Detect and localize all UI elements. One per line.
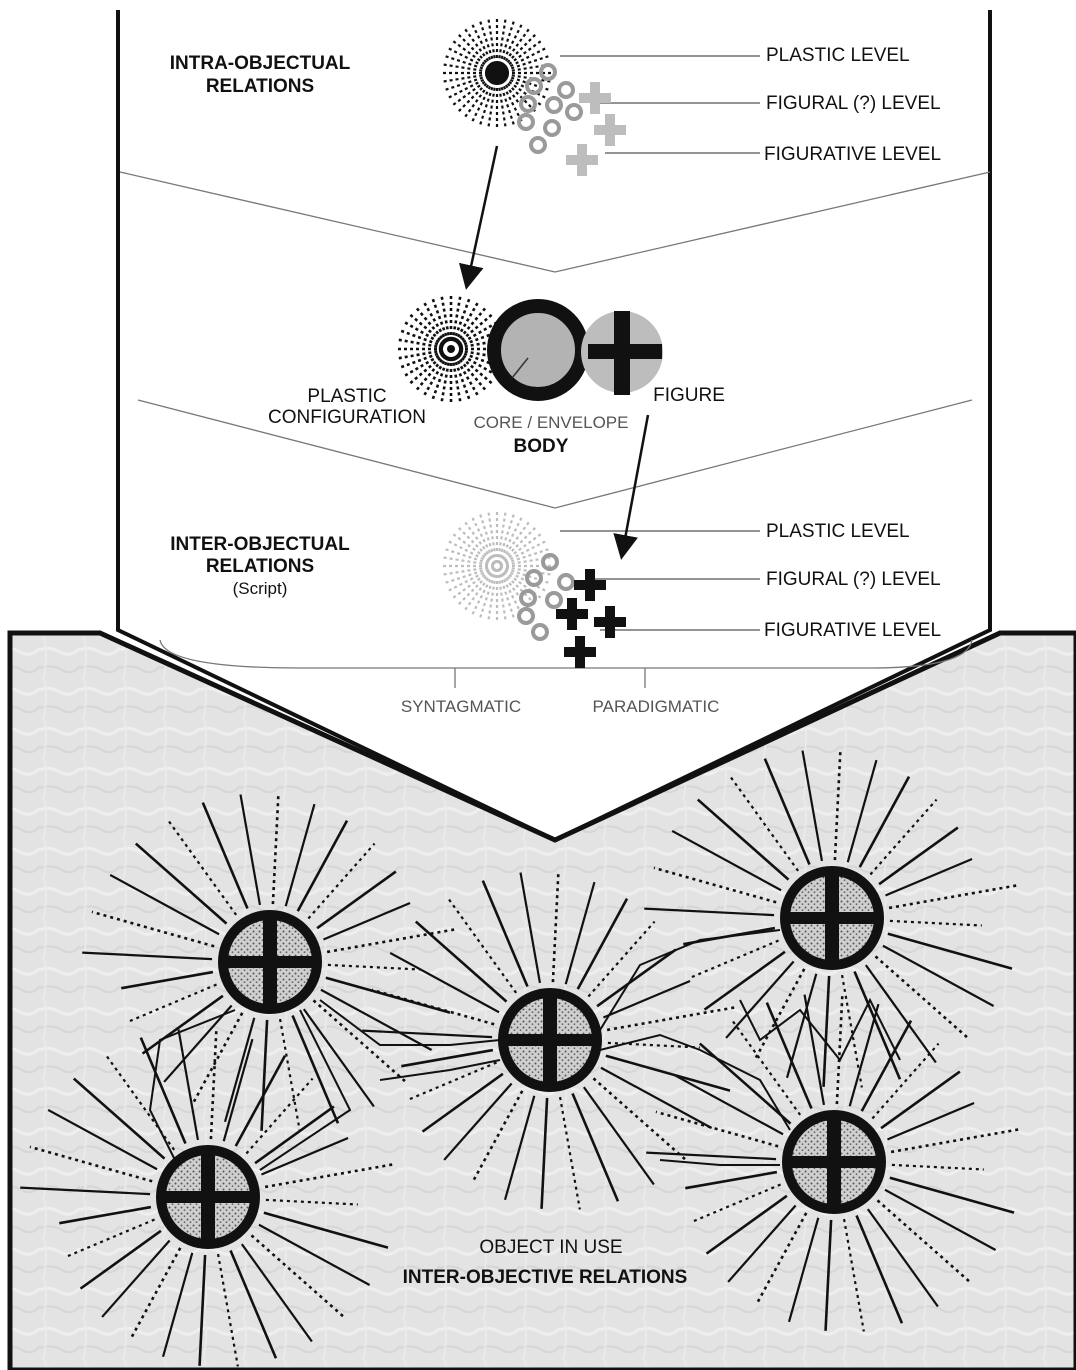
intra-plastic-burst <box>442 18 552 128</box>
figural-ring <box>547 593 561 607</box>
intra-figurative-crosses <box>566 82 626 176</box>
inter-plastic-level-label: PLASTIC LEVEL <box>766 521 910 542</box>
plastic-configuration-line1: PLASTIC <box>307 386 386 407</box>
intra-heading-line1: INTRA-OBJECTUAL <box>170 53 351 74</box>
cross-horizontal-bar <box>594 125 626 135</box>
figural-ring <box>559 83 573 97</box>
intra-figurative-level-label: FIGURATIVE LEVEL <box>764 144 941 165</box>
syntagmatic-label: SYNTAGMATIC <box>401 697 521 716</box>
cross-horizontal-bar <box>556 609 588 619</box>
figural-ring <box>531 138 545 152</box>
plastic-configuration-line2: CONFIGURATION <box>268 407 426 428</box>
body-label: BODY <box>514 436 569 457</box>
cross-horizontal-bar <box>566 155 598 165</box>
body-core-envelope <box>494 306 582 394</box>
burst-core <box>487 63 507 83</box>
cross-horizontal-bar <box>594 617 626 627</box>
inter-figural-rings <box>519 555 573 639</box>
figural-ring <box>559 575 573 589</box>
object-cross-horizontal <box>782 912 882 924</box>
object-cross-horizontal <box>784 1156 884 1168</box>
figural-ring <box>547 98 561 112</box>
inter-figurative-crosses <box>556 569 626 668</box>
inter-heading-sub: (Script) <box>233 579 288 598</box>
intra-plastic-level-label: PLASTIC LEVEL <box>766 45 910 66</box>
cross-horizontal-bar <box>574 580 606 590</box>
cross-horizontal-bar <box>579 93 611 103</box>
figural-ring <box>567 105 581 119</box>
figural-ring <box>519 115 533 129</box>
inter-heading-line2: RELATIONS <box>206 556 314 577</box>
figure-label: FIGURE <box>653 385 725 406</box>
core-envelope-label: CORE / ENVELOPE <box>474 413 629 432</box>
inter-objective-relations-label: INTER-OBJECTIVE RELATIONS <box>403 1267 688 1288</box>
intra-figural-rings <box>519 65 581 152</box>
burst-core <box>447 345 455 353</box>
object-in-use-label: OBJECT IN USE <box>479 1237 622 1258</box>
inter-figurative-level-label: FIGURATIVE LEVEL <box>764 620 941 641</box>
cross-horizontal-bar <box>564 647 596 657</box>
object-cross-horizontal <box>220 956 320 968</box>
paradigmatic-label: PARADIGMATIC <box>593 697 720 716</box>
figural-ring <box>521 591 535 605</box>
figural-ring <box>521 97 535 111</box>
figural-ring <box>519 609 533 623</box>
figural-ring <box>527 571 541 585</box>
object-cross-horizontal <box>158 1191 258 1203</box>
inter-plastic-burst <box>442 511 552 621</box>
inter-heading-line1: INTER-OBJECTUAL <box>170 534 350 555</box>
object-cross-horizontal <box>500 1034 600 1046</box>
inter-figural-level-label: FIGURAL (?) LEVEL <box>766 569 941 590</box>
figural-ring <box>533 625 547 639</box>
arrow-to-body <box>467 146 497 285</box>
figure-cross-disc <box>581 311 663 395</box>
intra-figural-level-label: FIGURAL (?) LEVEL <box>766 93 941 114</box>
intra-heading-line2: RELATIONS <box>206 76 314 97</box>
figural-ring <box>545 121 559 135</box>
